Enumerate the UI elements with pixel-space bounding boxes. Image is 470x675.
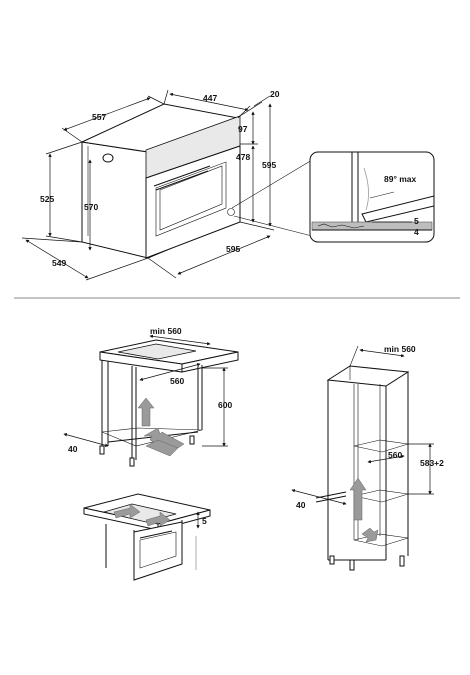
uc-40-label: 40 <box>68 444 78 454</box>
worktop-ventilation-detail: 5 <box>83 493 211 581</box>
column-installation: min 560 560 583+2 40 <box>291 344 444 571</box>
col-583-label: 583+2 <box>420 458 444 468</box>
knob-icon <box>102 153 114 163</box>
dim-525-label: 525 <box>40 194 54 204</box>
dim-97-label: 97 <box>238 124 248 134</box>
oven-body <box>80 103 241 259</box>
oven-dimension-drawing: 557 447 20 97 478 595 525 570 549 <box>21 89 313 281</box>
col-560-label: 560 <box>388 450 402 460</box>
dim-4-label: 4 <box>414 227 419 237</box>
dim-570-label: 570 <box>84 202 98 212</box>
dim-557-label: 557 <box>92 112 106 122</box>
under-counter-installation: 560 min 560 600 40 <box>63 326 239 467</box>
dim-20-label: 20 <box>270 89 280 99</box>
dim-447-label: 447 <box>203 93 217 103</box>
uc-560-label: 560 <box>170 376 184 386</box>
angle-label: 89° max <box>384 174 417 184</box>
uc-min560-label: min 560 <box>150 326 182 336</box>
dim-549-label: 549 <box>52 258 66 268</box>
uc-600-label: 600 <box>218 400 232 410</box>
dim-478-label: 478 <box>236 152 250 162</box>
dim-5-label: 5 <box>414 216 419 226</box>
dim-595-width-label: 595 <box>226 244 240 254</box>
col-min560-label: min 560 <box>384 344 416 354</box>
col-40-label: 40 <box>296 500 306 510</box>
dim-595-height-label: 595 <box>262 160 276 170</box>
hinge-detail-inset: 89° max 5 4 <box>309 151 435 243</box>
wt-5-label: 5 <box>202 516 207 526</box>
